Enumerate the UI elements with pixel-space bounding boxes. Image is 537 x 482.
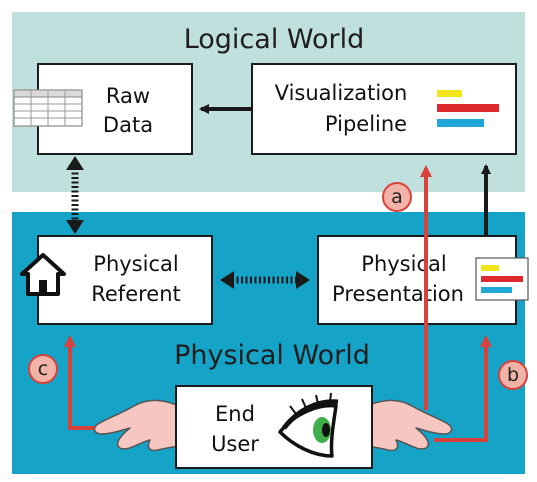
bar-chart-icon (437, 90, 499, 127)
referent-label-line2: Referent (91, 282, 181, 306)
arrow-b (434, 335, 492, 442)
data-referent-dotted-arrow (66, 156, 84, 234)
end-user-box (175, 385, 373, 469)
house-icon (20, 253, 66, 296)
label-c-circle: c (28, 354, 58, 384)
pipeline-label-line2: Pipeline (325, 112, 407, 136)
referent-presentation-dotted-arrow (220, 271, 310, 289)
label-b-circle: b (498, 360, 528, 390)
arrow-c (64, 335, 100, 430)
label-a-circle: a (382, 182, 412, 212)
end-user-label-line1: End (215, 402, 255, 426)
raw-data-label-line1: Raw (106, 84, 150, 108)
logical-world-title: Logical World (184, 24, 365, 55)
svg-text:c: c (38, 358, 48, 380)
physical-referent-box (37, 235, 213, 325)
svg-text:a: a (391, 186, 403, 208)
presentation-label-line2: Presentation (332, 282, 464, 306)
left-hand-icon (93, 399, 187, 452)
end-user-label-line2: User (211, 432, 259, 456)
presentation-bar-chart-icon (475, 257, 529, 301)
raw-data-label-line2: Data (103, 113, 153, 137)
spreadsheet-icon (13, 89, 83, 127)
svg-text:b: b (507, 364, 519, 386)
pipeline-label-line1: Visualization (275, 81, 408, 105)
presentation-label-line1: Physical (361, 252, 446, 276)
eye-icon (278, 392, 339, 458)
referent-label-line1: Physical (93, 252, 178, 276)
physical-world-title: Physical World (174, 340, 370, 371)
right-hand-icon (359, 399, 453, 452)
